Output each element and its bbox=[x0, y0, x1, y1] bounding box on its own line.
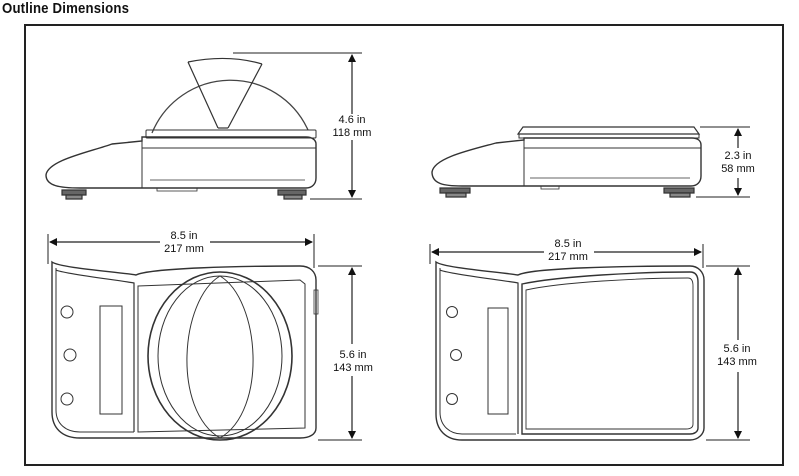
width-open-mm-label: 217 mm bbox=[164, 243, 204, 255]
height-dimension-closed: 2.3 in 58 mm bbox=[696, 126, 760, 198]
height-dimension-open: 4.6 in 118 mm bbox=[233, 52, 373, 200]
height-open-mm-label: 118 mm bbox=[333, 127, 372, 139]
height-open-in-label: 4.6 in bbox=[339, 114, 366, 126]
height-closed-in-label: 2.3 in bbox=[725, 150, 752, 162]
depth-open-mm-label: 143 mm bbox=[333, 362, 373, 374]
width-closed-in-label: 8.5 in bbox=[555, 238, 582, 250]
depth-closed-mm-label: 143 mm bbox=[717, 356, 757, 368]
width-closed-mm-label: 217 mm bbox=[548, 251, 588, 263]
depth-closed-in-label: 5.6 in bbox=[724, 343, 751, 355]
depth-open-in-label: 5.6 in bbox=[340, 349, 367, 361]
top-view-no-draft-shield bbox=[435, 260, 705, 441]
width-dimension-open: 8.5 in 217 mm bbox=[47, 228, 315, 268]
depth-dimension-open: 5.6 in 143 mm bbox=[318, 265, 376, 441]
diagram-frame bbox=[24, 24, 784, 466]
depth-dimension-closed: 5.6 in 143 mm bbox=[706, 265, 760, 441]
height-closed-mm-label: 58 mm bbox=[721, 163, 755, 175]
width-open-in-label: 8.5 in bbox=[171, 230, 198, 242]
page-title: Outline Dimensions bbox=[2, 0, 130, 17]
side-view-with-draft-shield bbox=[45, 57, 317, 200]
top-view-with-draft-shield bbox=[51, 260, 319, 441]
width-dimension-closed: 8.5 in 217 mm bbox=[429, 236, 704, 268]
side-view-no-draft-shield bbox=[431, 126, 702, 198]
